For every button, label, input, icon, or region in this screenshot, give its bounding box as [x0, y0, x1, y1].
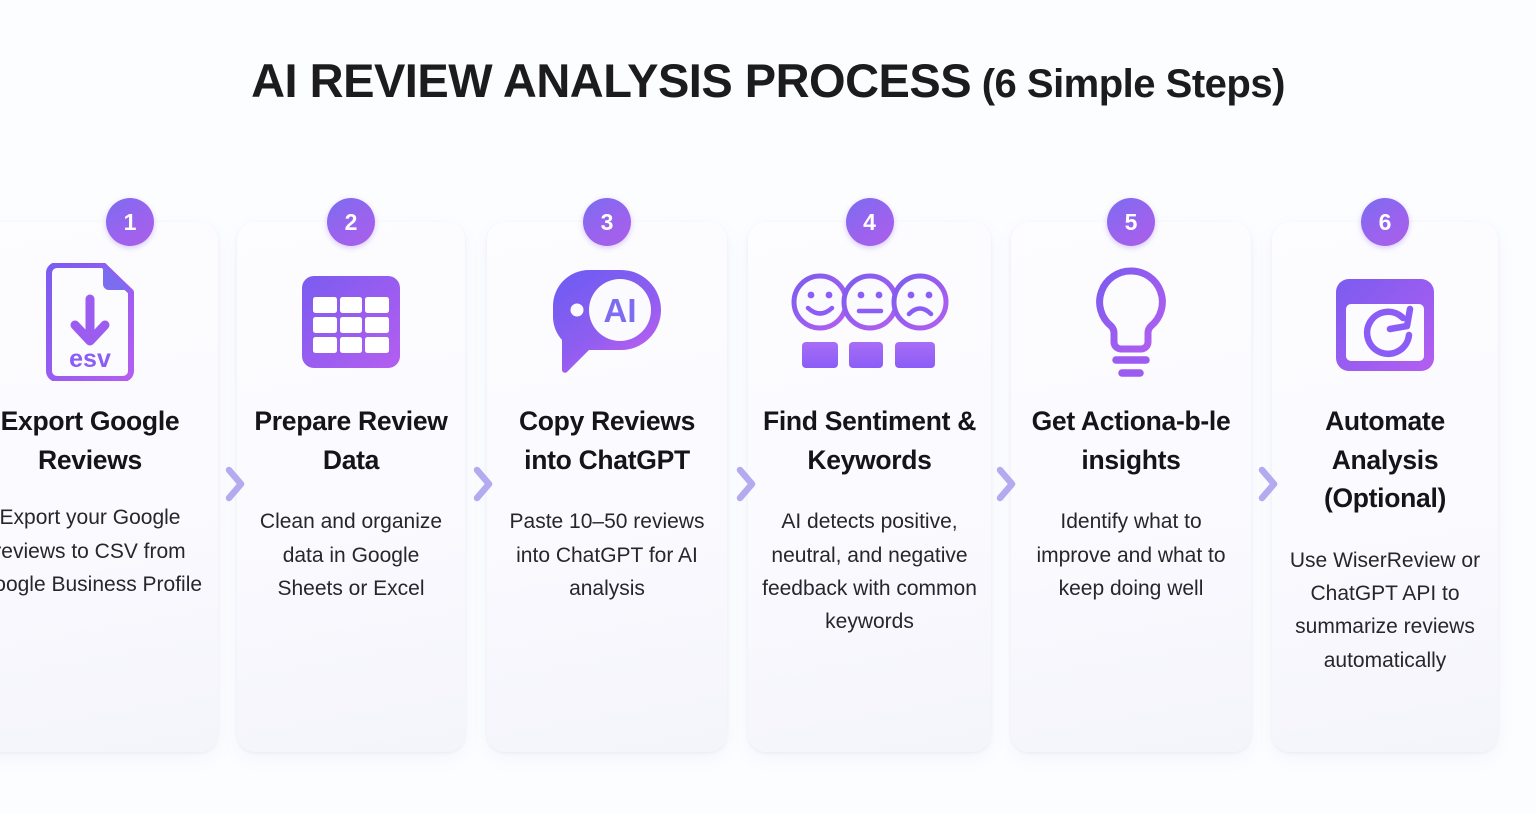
chevron-right-icon	[996, 466, 1016, 502]
step-title-2: Prepare Review Data	[254, 406, 448, 475]
ai-chat-bubble-icon: AI	[553, 270, 661, 373]
connector-1	[222, 464, 248, 504]
connector-2	[470, 464, 496, 504]
calendar-refresh-icon	[1336, 268, 1434, 371]
step-card-2[interactable]: 2 Prepare Review Data Cle	[237, 198, 465, 752]
sentiment-faces-icon	[791, 273, 948, 368]
step-badge-1: 1	[106, 198, 154, 246]
spreadsheet-grid-icon	[302, 276, 400, 368]
step-icon-4-wrap	[762, 222, 977, 402]
step-desc-1: Export your Google reviews to CSV from G…	[0, 506, 203, 596]
step-badge-6: 6	[1361, 198, 1409, 246]
step-card-6[interactable]: 6 Automate Analysis (Optional) Use Wiser…	[1272, 198, 1498, 752]
csv-file-download-icon: esv	[46, 263, 134, 381]
step-title-5: Get Actiona-b-le insights	[1031, 406, 1231, 475]
step-icon-3-wrap: AI	[501, 222, 713, 402]
step-card-1[interactable]: 1 esv Export Google Reviews Export your …	[0, 198, 218, 752]
step-icon-5-wrap	[1025, 222, 1237, 402]
step-title-1: Export Google Reviews	[0, 406, 180, 475]
step-badge-3: 3	[583, 198, 631, 246]
step-title-4: Find Sentiment & Keywords	[762, 406, 977, 475]
step-desc-4: AI detects positive, neutral, and negati…	[762, 510, 977, 633]
chevron-right-icon	[473, 466, 493, 502]
step-card-3[interactable]: 3 AI Copy Reviews into ChatGPT Paste 10–…	[487, 198, 727, 752]
connector-3	[733, 464, 759, 504]
step-desc-2: Clean and organize data in Google Sheets…	[259, 510, 443, 600]
ai-icon-label: AI	[604, 292, 637, 329]
step-desc-6: Use WiserReview or ChatGPT API to summar…	[1289, 549, 1481, 672]
step-icon-2-wrap	[251, 222, 451, 402]
chevron-right-icon	[736, 466, 756, 502]
chevron-right-icon	[225, 466, 245, 502]
step-badge-4: 4	[845, 198, 894, 246]
step-badge-5: 5	[1107, 198, 1155, 246]
step-card-4[interactable]: 4	[748, 198, 991, 752]
step-badge-2: 2	[327, 198, 375, 246]
step-card-5[interactable]: 5 Get Actiona-b-le insights Identify wha…	[1011, 198, 1251, 752]
csv-icon-label: esv	[69, 345, 111, 373]
page-title-sub: (6 Simple Steps)	[971, 61, 1286, 106]
step-icon-1-wrap: esv	[0, 222, 204, 402]
page-title-main: AI REVIEW ANALYSIS PROCESS	[251, 53, 972, 107]
page-header: AI REVIEW ANALYSIS PROCESS (6 Simple Ste…	[0, 0, 1536, 160]
step-icon-6-wrap	[1286, 222, 1484, 402]
connector-4	[993, 464, 1019, 504]
chevron-right-icon	[1258, 466, 1278, 502]
process-steps-strip: 1 esv Export Google Reviews Export your …	[0, 198, 1536, 752]
step-title-3: Copy Reviews into ChatGPT	[518, 406, 696, 475]
step-desc-3: Paste 10–50 reviews into ChatGPT for AI …	[509, 510, 705, 600]
page-title: AI REVIEW ANALYSIS PROCESS (6 Simple Ste…	[251, 53, 1285, 108]
lightbulb-icon	[1096, 267, 1166, 377]
step-desc-5: Identify what to improve and what to kee…	[1036, 510, 1226, 600]
connector-5	[1255, 464, 1281, 504]
step-title-6: Automate Analysis (Optional)	[1323, 406, 1447, 514]
